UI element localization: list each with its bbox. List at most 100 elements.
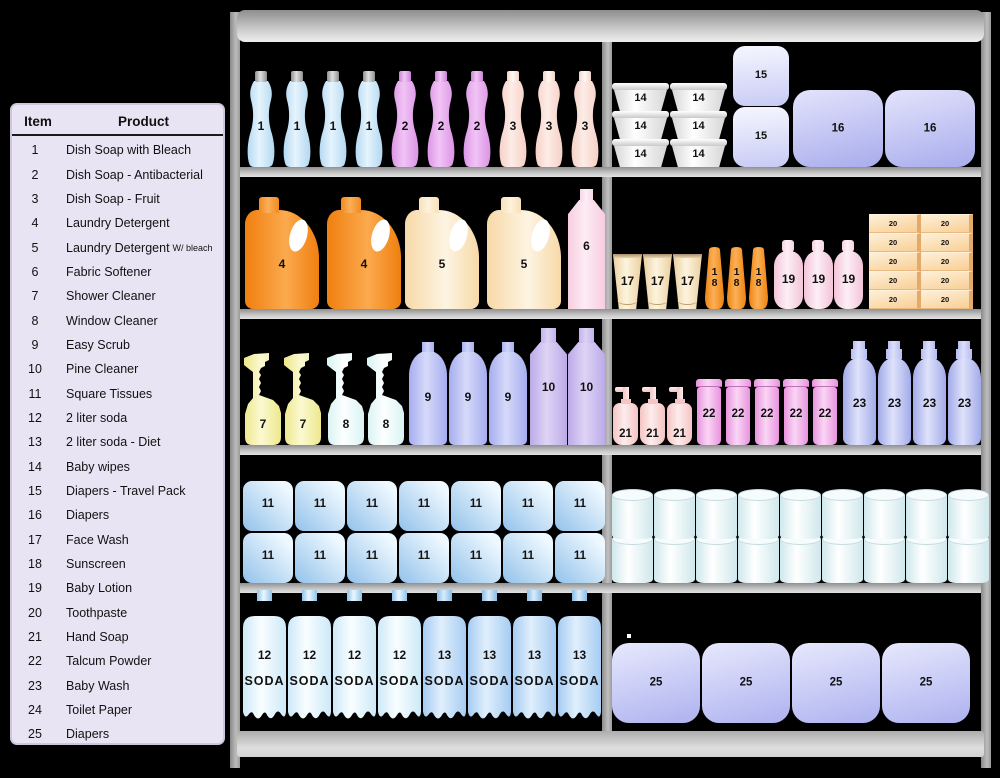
product-item-25-diaper-box[interactable]: 25 (612, 643, 700, 723)
tissue-box[interactable]: 11 (243, 533, 293, 583)
toilet-paper-roll[interactable] (780, 533, 821, 583)
tissue-box[interactable]: 11 (347, 533, 397, 583)
product-item-17-face-wash-tube[interactable]: 17 (643, 254, 672, 309)
product-item-25-diaper-box[interactable]: 25 (882, 643, 970, 723)
product-item-19-baby-lotion-bottle[interactable]: 19 (804, 240, 833, 309)
toilet-paper-roll[interactable] (654, 533, 695, 583)
toilet-paper-roll[interactable] (906, 489, 947, 539)
product-item-5-detergent-jug[interactable]: 5 (405, 197, 479, 309)
tissue-box[interactable]: 11 (451, 481, 501, 531)
toilet-paper-roll[interactable] (948, 533, 989, 583)
product-item-19-baby-lotion-bottle[interactable]: 19 (834, 240, 863, 309)
product-item-22-talcum-powder[interactable]: 22 (812, 379, 838, 445)
product-item-3-dish-soap-bottle[interactable]: 3 (533, 71, 565, 167)
tissue-box[interactable]: 11 (555, 481, 605, 531)
toilet-paper-roll[interactable] (864, 489, 905, 539)
product-item-23-baby-wash-bottle[interactable]: 23 (948, 341, 981, 445)
tissue-box[interactable]: 11 (399, 481, 449, 531)
toilet-paper-roll[interactable] (696, 533, 737, 583)
product-item-24-toilet-paper-rolls[interactable] (612, 489, 989, 583)
product-item-1-dish-soap-bottle[interactable]: 1 (281, 71, 313, 167)
product-item-18-sunscreen-tube[interactable]: 18 (749, 247, 768, 309)
toilet-paper-roll[interactable] (906, 533, 947, 583)
toilet-paper-roll[interactable] (696, 489, 737, 539)
product-item-21-hand-soap-pump[interactable]: 21 (613, 386, 638, 445)
tissue-box[interactable]: 11 (503, 533, 553, 583)
product-item-23-baby-wash-bottle[interactable]: 23 (878, 341, 911, 445)
product-item-2-dish-soap-bottle[interactable]: 2 (461, 71, 493, 167)
toilet-paper-roll[interactable] (738, 489, 779, 539)
product-item-3-dish-soap-bottle[interactable]: 3 (569, 71, 601, 167)
product-item-10-pine-cleaner-bottle[interactable]: 10 (530, 328, 567, 445)
product-item-17-face-wash-tube[interactable]: 17 (613, 254, 642, 309)
product-item-2-dish-soap-bottle[interactable]: 2 (425, 71, 457, 167)
product-item-2-dish-soap-bottle[interactable]: 2 (389, 71, 421, 167)
product-item-1-dish-soap-bottle[interactable]: 1 (353, 71, 385, 167)
tissue-box[interactable]: 11 (399, 533, 449, 583)
product-item-21-hand-soap-pump[interactable]: 21 (667, 386, 692, 445)
tissue-box[interactable]: 11 (295, 481, 345, 531)
product-item-4-detergent-jug[interactable]: 4 (245, 197, 319, 309)
toilet-paper-roll[interactable] (654, 489, 695, 539)
toilet-paper-roll[interactable] (864, 533, 905, 583)
product-item-18-sunscreen-tube[interactable]: 18 (727, 247, 746, 309)
product-item-4-detergent-jug[interactable]: 4 (327, 197, 401, 309)
product-item-9-scrub-bottle[interactable]: 9 (409, 342, 447, 445)
product-item-1-dish-soap-bottle[interactable]: 1 (245, 71, 277, 167)
product-item-9-scrub-bottle[interactable]: 9 (489, 342, 527, 445)
tissue-box[interactable]: 11 (295, 533, 345, 583)
product-item-8-spray-bottle[interactable]: 8 (366, 352, 406, 445)
product-item-22-talcum-powder[interactable]: 22 (754, 379, 780, 445)
tissue-box[interactable]: 11 (503, 481, 553, 531)
product-item-22-talcum-powder[interactable]: 22 (783, 379, 809, 445)
tissue-box[interactable]: 11 (243, 481, 293, 531)
product-item-23-baby-wash-bottle[interactable]: 23 (913, 341, 946, 445)
toilet-paper-roll[interactable] (738, 533, 779, 583)
product-item-1-dish-soap-bottle[interactable]: 1 (317, 71, 349, 167)
product-item-9-scrub-bottle[interactable]: 9 (449, 342, 487, 445)
tissue-box[interactable]: 11 (451, 533, 501, 583)
product-item-25-diaper-box[interactable]: 25 (702, 643, 790, 723)
product-item-19-baby-lotion-bottle[interactable]: 19 (774, 240, 803, 309)
product-item-3-dish-soap-bottle[interactable]: 3 (497, 71, 529, 167)
tissue-box[interactable]: 11 (347, 481, 397, 531)
toilet-paper-roll[interactable] (612, 489, 653, 539)
product-item-22-talcum-powder[interactable]: 22 (725, 379, 751, 445)
product-item-7-spray-bottle[interactable]: 7 (283, 352, 323, 445)
toilet-paper-roll[interactable] (612, 533, 653, 583)
product-item-17-face-wash-tube[interactable]: 17 (673, 254, 702, 309)
toilet-paper-roll[interactable] (822, 533, 863, 583)
product-item-23-baby-wash-bottle[interactable]: 23 (843, 341, 876, 445)
product-item-21-hand-soap-pump[interactable]: 21 (640, 386, 665, 445)
toilet-paper-roll[interactable] (948, 489, 989, 539)
product-item-7-spray-bottle[interactable]: 7 (243, 352, 283, 445)
product-item-8-spray-bottle[interactable]: 8 (326, 352, 366, 445)
toilet-paper-roll[interactable] (822, 489, 863, 539)
product-item-18-sunscreen-tube[interactable]: 18 (705, 247, 724, 309)
product-item-6-fabric-softener-bottle[interactable]: 6 (568, 189, 605, 309)
product-item-16-diaper-box[interactable]: 16 (793, 90, 883, 167)
tissue-box[interactable]: 11 (555, 533, 605, 583)
product-item-22-talcum-powder[interactable]: 22 (696, 379, 722, 445)
product-item-10-pine-cleaner-bottle[interactable]: 10 (568, 328, 605, 445)
product-item-5-detergent-jug[interactable]: 5 (487, 197, 561, 309)
product-item-25-diaper-box[interactable]: 25 (792, 643, 880, 723)
toilet-paper-roll[interactable] (780, 489, 821, 539)
product-item-16-diaper-box[interactable]: 16 (885, 90, 975, 167)
